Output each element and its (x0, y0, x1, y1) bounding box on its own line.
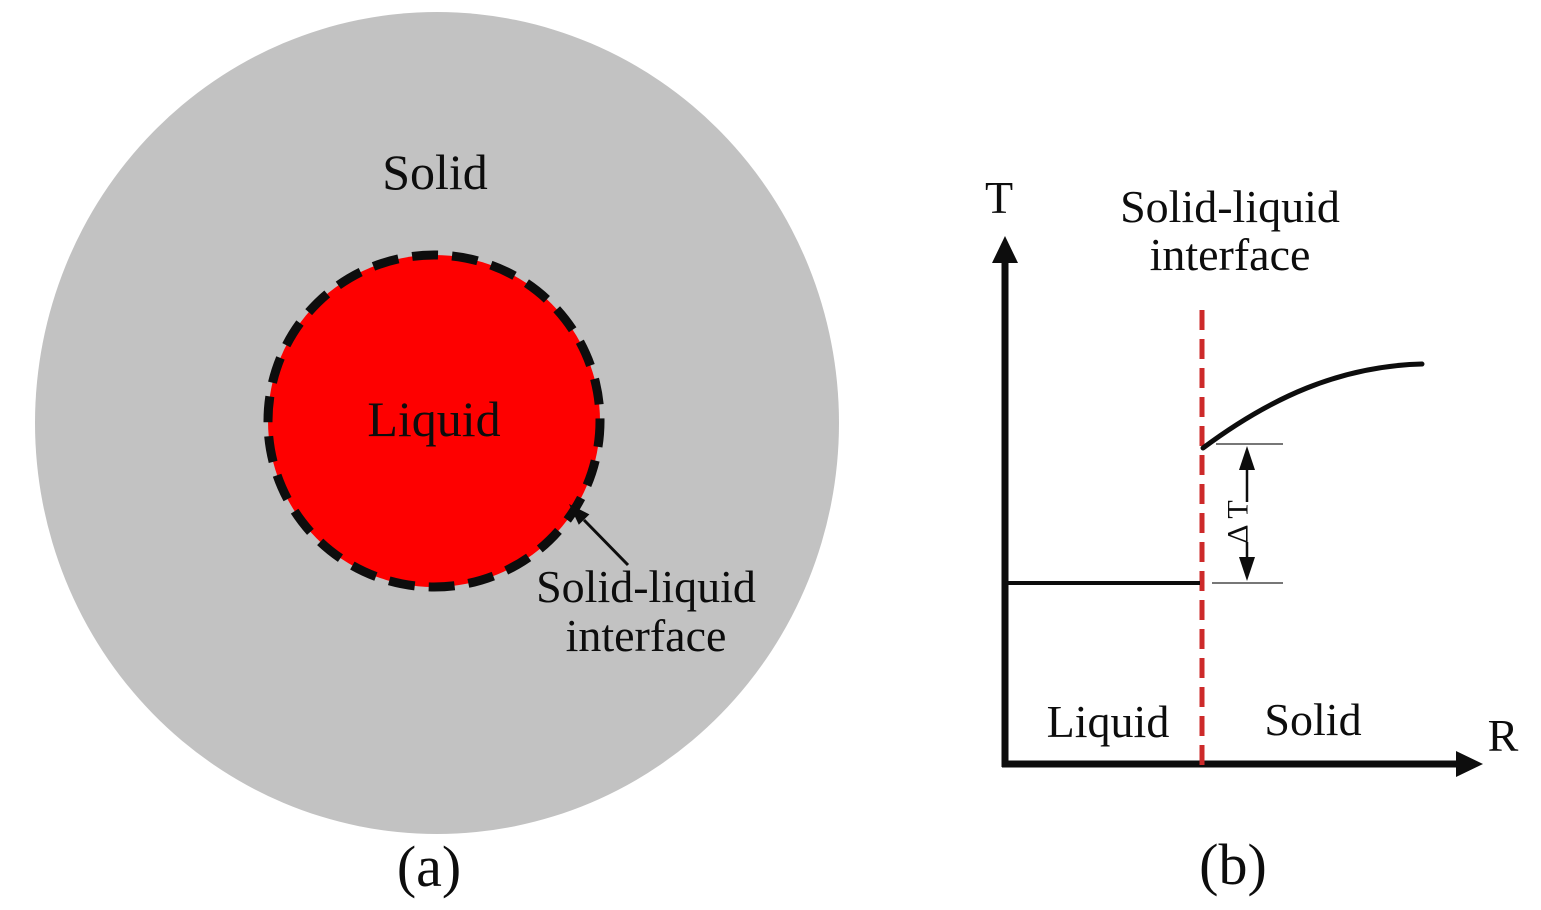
liquid-region-label: Liquid (367, 391, 500, 447)
y-axis-label: T (985, 172, 1013, 223)
liquid-region-circle (263, 250, 605, 592)
y-axis-arrowhead-icon (992, 236, 1018, 263)
delta-t-label: Δ T (1222, 500, 1255, 543)
interface-annotation-line2: interface (566, 610, 727, 661)
x-axis-label: R (1488, 710, 1519, 761)
plot-solid-region-label: Solid (1264, 694, 1361, 745)
x-axis-arrowhead-icon (1456, 751, 1483, 777)
plot-title-line1: Solid-liquid (1120, 181, 1340, 232)
panel-b: Solid-liquid interface T R (985, 172, 1519, 897)
interface-annotation-line1: Solid-liquid (536, 561, 756, 612)
plot-title-line2: interface (1150, 229, 1311, 280)
interface-pointer-arrowhead-icon (569, 504, 590, 525)
delta-t-down-arrowhead-icon (1239, 557, 1255, 581)
panel-a-caption: (a) (397, 834, 461, 899)
panel-b-caption: (b) (1199, 832, 1267, 897)
solid-temperature-curve (1200, 361, 1425, 451)
interface-pointer-arrow-line (582, 518, 630, 567)
panel-a: Solid Liquid Solid-liquid interface (a) (35, 12, 839, 899)
delta-t-up-arrowhead-icon (1239, 446, 1255, 470)
plot-liquid-region-label: Liquid (1047, 696, 1170, 747)
solid-region-label: Solid (382, 144, 488, 200)
